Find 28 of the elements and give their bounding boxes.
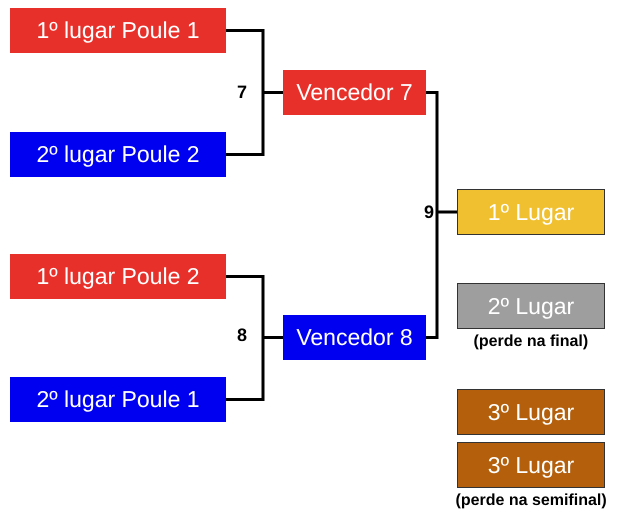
bracket-box: [10, 8, 226, 53]
team-label: 1º lugar Poule 1: [36, 17, 200, 44]
bracket-line: [426, 210, 457, 339]
bracket-box: [283, 70, 426, 115]
node-label: (perde na semifinal): [456, 492, 607, 510]
bracket-box: [457, 189, 605, 235]
team-label: 1º lugar Poule 2: [36, 263, 200, 290]
bracket-box: [10, 254, 226, 299]
match-number: 8: [237, 325, 248, 346]
bracket-box: [457, 389, 605, 435]
match-number: 9: [424, 202, 434, 223]
team-label: 1º Lugar: [488, 198, 574, 226]
team-label: 3º Lugar: [488, 452, 574, 478]
bracket-box: [283, 315, 426, 360]
bracket-box: [457, 442, 605, 488]
bracket-box: [10, 132, 226, 177]
team-label: 3º Lugar: [488, 398, 574, 426]
bracket-line: [226, 336, 283, 401]
bracket-line: [226, 91, 283, 156]
team-label: 2º lugar Poule 1: [36, 386, 200, 413]
bracket-box: [457, 283, 605, 329]
match-number: 7: [237, 82, 248, 103]
team-label: Vencedor 7: [296, 79, 413, 106]
team-label: 2º lugar Poule 2: [36, 141, 200, 168]
node-label: (perde na final): [474, 333, 588, 351]
team-label: Vencedor 8: [296, 324, 413, 351]
team-label: 2º Lugar: [488, 292, 574, 320]
bracket-box: [10, 377, 226, 422]
